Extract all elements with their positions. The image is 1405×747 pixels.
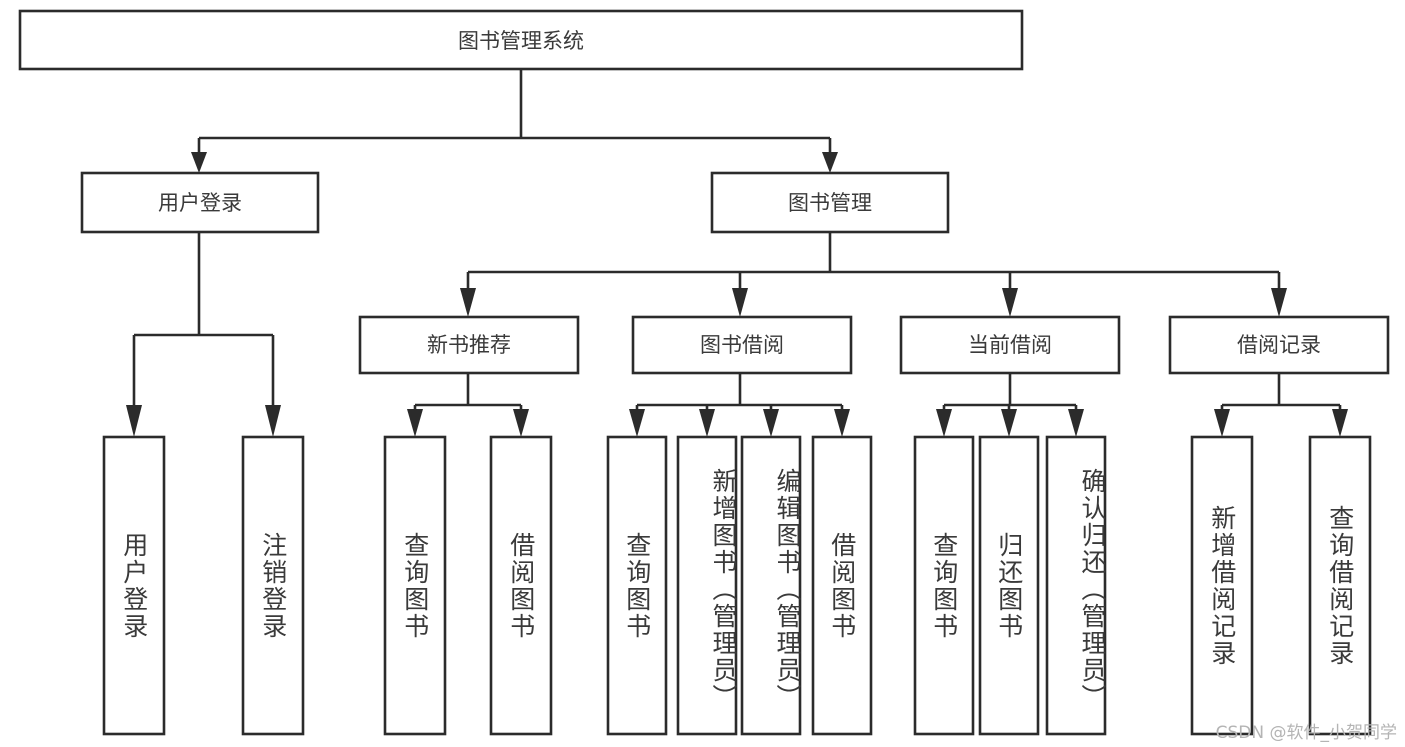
leaf-box-user-login-1[interactable] [102,435,166,736]
leaf-box-new-book-1[interactable] [383,435,447,736]
node-book-borrow-box[interactable] [631,315,853,375]
node-root-label: 图书管理系统 [458,29,584,53]
arrow-new-book-leaf-1 [407,409,423,437]
arrow-to-book-borrow [732,288,748,317]
arrow-to-borrow-record [1271,288,1287,317]
arrow-user-login-leaf-1 [126,405,142,437]
leaf-box-current-borrow-3[interactable] [1045,435,1107,736]
arrow-to-current-borrow [1002,288,1018,317]
node-current-borrow-box[interactable] [899,315,1121,375]
arrow-book-borrow-leaf-1 [629,409,645,437]
arrow-current-borrow-leaf-2 [1001,409,1017,437]
node-current-borrow-label: 当前借阅 [968,333,1052,357]
connector-group [126,69,1348,437]
node-root[interactable]: 图书管理系统 [18,9,1024,71]
arrow-current-borrow-leaf-3 [1068,409,1084,437]
node-borrow-record-box[interactable] [1168,315,1390,375]
arrow-to-book-manage [822,152,838,173]
node-book-manage-label: 图书管理 [788,191,872,215]
arrow-new-book-leaf-2 [513,409,529,437]
node-new-book-recommend[interactable]: 新书推荐 [358,315,580,375]
node-user-login[interactable]: 用户登录 [80,171,320,234]
leaf-box-user-login-2[interactable] [241,435,305,736]
node-new-book-recommend-box[interactable] [358,315,580,375]
leaf-box-current-borrow-2[interactable] [978,435,1040,736]
leaf-box-book-borrow-1[interactable] [606,435,668,736]
arrow-to-user-login [191,152,207,173]
node-book-manage-box[interactable] [710,171,950,234]
arrow-book-borrow-leaf-4 [834,409,850,437]
node-root-box[interactable] [18,9,1024,71]
node-user-login-label: 用户登录 [158,191,242,215]
arrow-book-borrow-leaf-3 [763,409,779,437]
leaf-box-current-borrow-1[interactable] [913,435,975,736]
leaf-box-borrow-record-1[interactable] [1190,435,1254,736]
arrow-to-new-book [460,288,476,317]
node-borrow-record[interactable]: 借阅记录 [1168,315,1390,375]
node-book-borrow-label: 图书借阅 [700,333,784,357]
node-borrow-record-label: 借阅记录 [1237,333,1321,357]
arrow-current-borrow-leaf-1 [936,409,952,437]
leaf-box-new-book-2[interactable] [489,435,553,736]
node-book-manage[interactable]: 图书管理 [710,171,950,234]
leaf-box-book-borrow-2[interactable] [676,435,738,736]
arrow-book-borrow-leaf-2 [699,409,715,437]
arrow-user-login-leaf-2 [265,405,281,437]
csdn-watermark: CSDN @软件_小贺同学 [1215,723,1397,743]
leaf-box-borrow-record-2[interactable] [1308,435,1372,736]
leaf-box-book-borrow-4[interactable] [811,435,873,736]
node-user-login-box[interactable] [80,171,320,234]
node-current-borrow[interactable]: 当前借阅 [899,315,1121,375]
node-new-book-recommend-label: 新书推荐 [427,333,511,357]
arrow-borrow-record-leaf-1 [1214,409,1230,437]
arrow-borrow-record-leaf-2 [1332,409,1348,437]
leaf-box-book-borrow-3[interactable] [740,435,802,736]
node-book-borrow[interactable]: 图书借阅 [631,315,853,375]
